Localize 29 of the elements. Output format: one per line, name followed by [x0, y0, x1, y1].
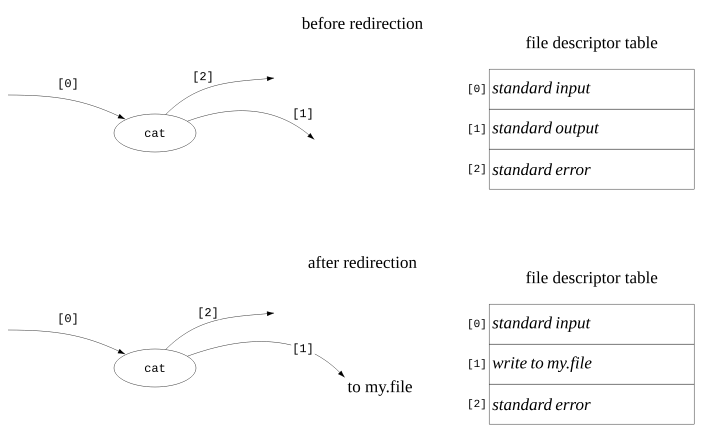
arrow — [8, 330, 126, 354]
edge-label: [2] — [196, 306, 220, 320]
table-cell: write to my.file — [489, 344, 694, 384]
target-text: to my.file — [348, 380, 412, 396]
index-label: [0] — [469, 84, 485, 94]
table-cell: standard error — [489, 149, 694, 190]
edge-label: [0] — [56, 77, 80, 91]
index-label: [0] — [469, 319, 485, 330]
section-title: after redirection — [308, 256, 417, 268]
table-heading: file descriptor table — [526, 271, 658, 287]
index-label: [1] — [469, 124, 485, 134]
arrow — [166, 311, 274, 350]
index-label: [2] — [469, 164, 485, 174]
index-label: [1] — [469, 359, 485, 370]
edge-label: [1] — [291, 342, 315, 356]
table-cell: standard input — [489, 304, 694, 344]
arrow — [166, 76, 274, 115]
index-label: [2] — [469, 399, 485, 410]
arrow — [8, 94, 126, 120]
arrow — [187, 341, 345, 378]
table-cell: standard output — [489, 109, 694, 150]
edge-label: [2] — [191, 70, 215, 84]
edge-label: [0] — [56, 312, 80, 326]
table-cell: standard input — [489, 69, 694, 110]
section-title: before redirection — [302, 16, 423, 30]
table-heading: file descriptor table — [526, 36, 658, 52]
table-cell: standard error — [489, 384, 694, 424]
arrow — [187, 110, 314, 140]
edge-label: [1] — [291, 107, 315, 121]
